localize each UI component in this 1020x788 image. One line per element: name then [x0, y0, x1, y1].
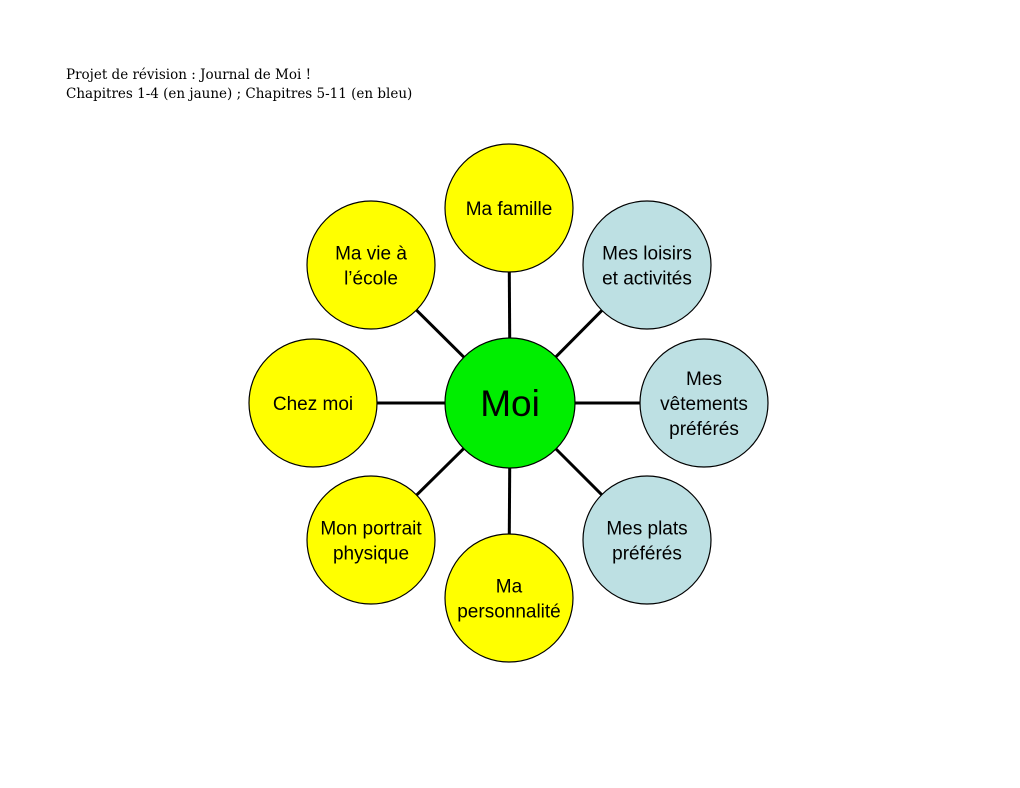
node-circle-mes-loisirs — [582, 200, 712, 330]
node-label-mes-loisirs: et activités — [602, 269, 692, 290]
node-ma-vie: Ma vie à l’école — [306, 200, 436, 330]
node-ma-personnalite: Ma personnalité — [444, 533, 574, 663]
connector-mes-plats — [554, 447, 603, 496]
connector-mes-loisirs — [554, 309, 603, 358]
connector-lines — [377, 271, 640, 535]
center-label: Moi — [480, 383, 540, 424]
connector-mon-portrait — [415, 447, 465, 497]
node-label-chez-moi: Chez moi — [273, 394, 353, 415]
node-mon-portrait: Mon portrait physique — [306, 475, 436, 605]
node-label-mes-loisirs: Mes loisirs — [602, 244, 692, 265]
header-subtitle: Chapitres 1-4 (en jaune) ; Chapitres 5-1… — [66, 86, 413, 102]
node-label-ma-personnalite: personnalité — [457, 602, 561, 623]
node-circle-chez-moi — [248, 338, 378, 468]
node-label-mes-vetements: vêtements — [660, 394, 748, 415]
node-ma-famille: Ma famille — [444, 143, 574, 273]
node-circle-ma-vie — [306, 200, 436, 330]
center-node: Moi — [444, 337, 576, 469]
node-circle-ma-famille — [444, 143, 574, 273]
node-mes-plats: Mes plats préférés — [582, 475, 712, 605]
node-label-mes-vetements: préférés — [669, 419, 739, 440]
node-label-mes-plats: préférés — [612, 544, 682, 565]
node-label-ma-vie: Ma vie à — [335, 244, 407, 265]
node-chez-moi: Chez moi — [248, 338, 378, 468]
page-header: Projet de révision : Journal de Moi ! Ch… — [66, 66, 412, 104]
center-circle — [444, 337, 576, 469]
node-mes-vetements: Mes vêtements préférés — [639, 338, 769, 468]
node-label-mon-portrait: Mon portrait — [320, 519, 422, 540]
node-label-mes-vetements: Mes — [686, 369, 722, 390]
node-label-mon-portrait: physique — [333, 544, 409, 565]
node-mes-loisirs: Mes loisirs et activités — [582, 200, 712, 330]
node-circle-mes-vetements — [639, 338, 769, 468]
node-label-mes-plats: Mes plats — [606, 519, 687, 540]
node-circle-mon-portrait — [306, 475, 436, 605]
node-label-ma-famille: Ma famille — [466, 199, 553, 220]
node-label-ma-personnalite: Ma — [496, 577, 523, 598]
header-title: Projet de révision : Journal de Moi ! — [66, 67, 312, 83]
connector-ma-vie — [415, 309, 465, 359]
node-circle-mes-plats — [582, 475, 712, 605]
node-circle-ma-personnalite — [444, 533, 574, 663]
node-label-ma-vie: l’école — [344, 269, 398, 290]
